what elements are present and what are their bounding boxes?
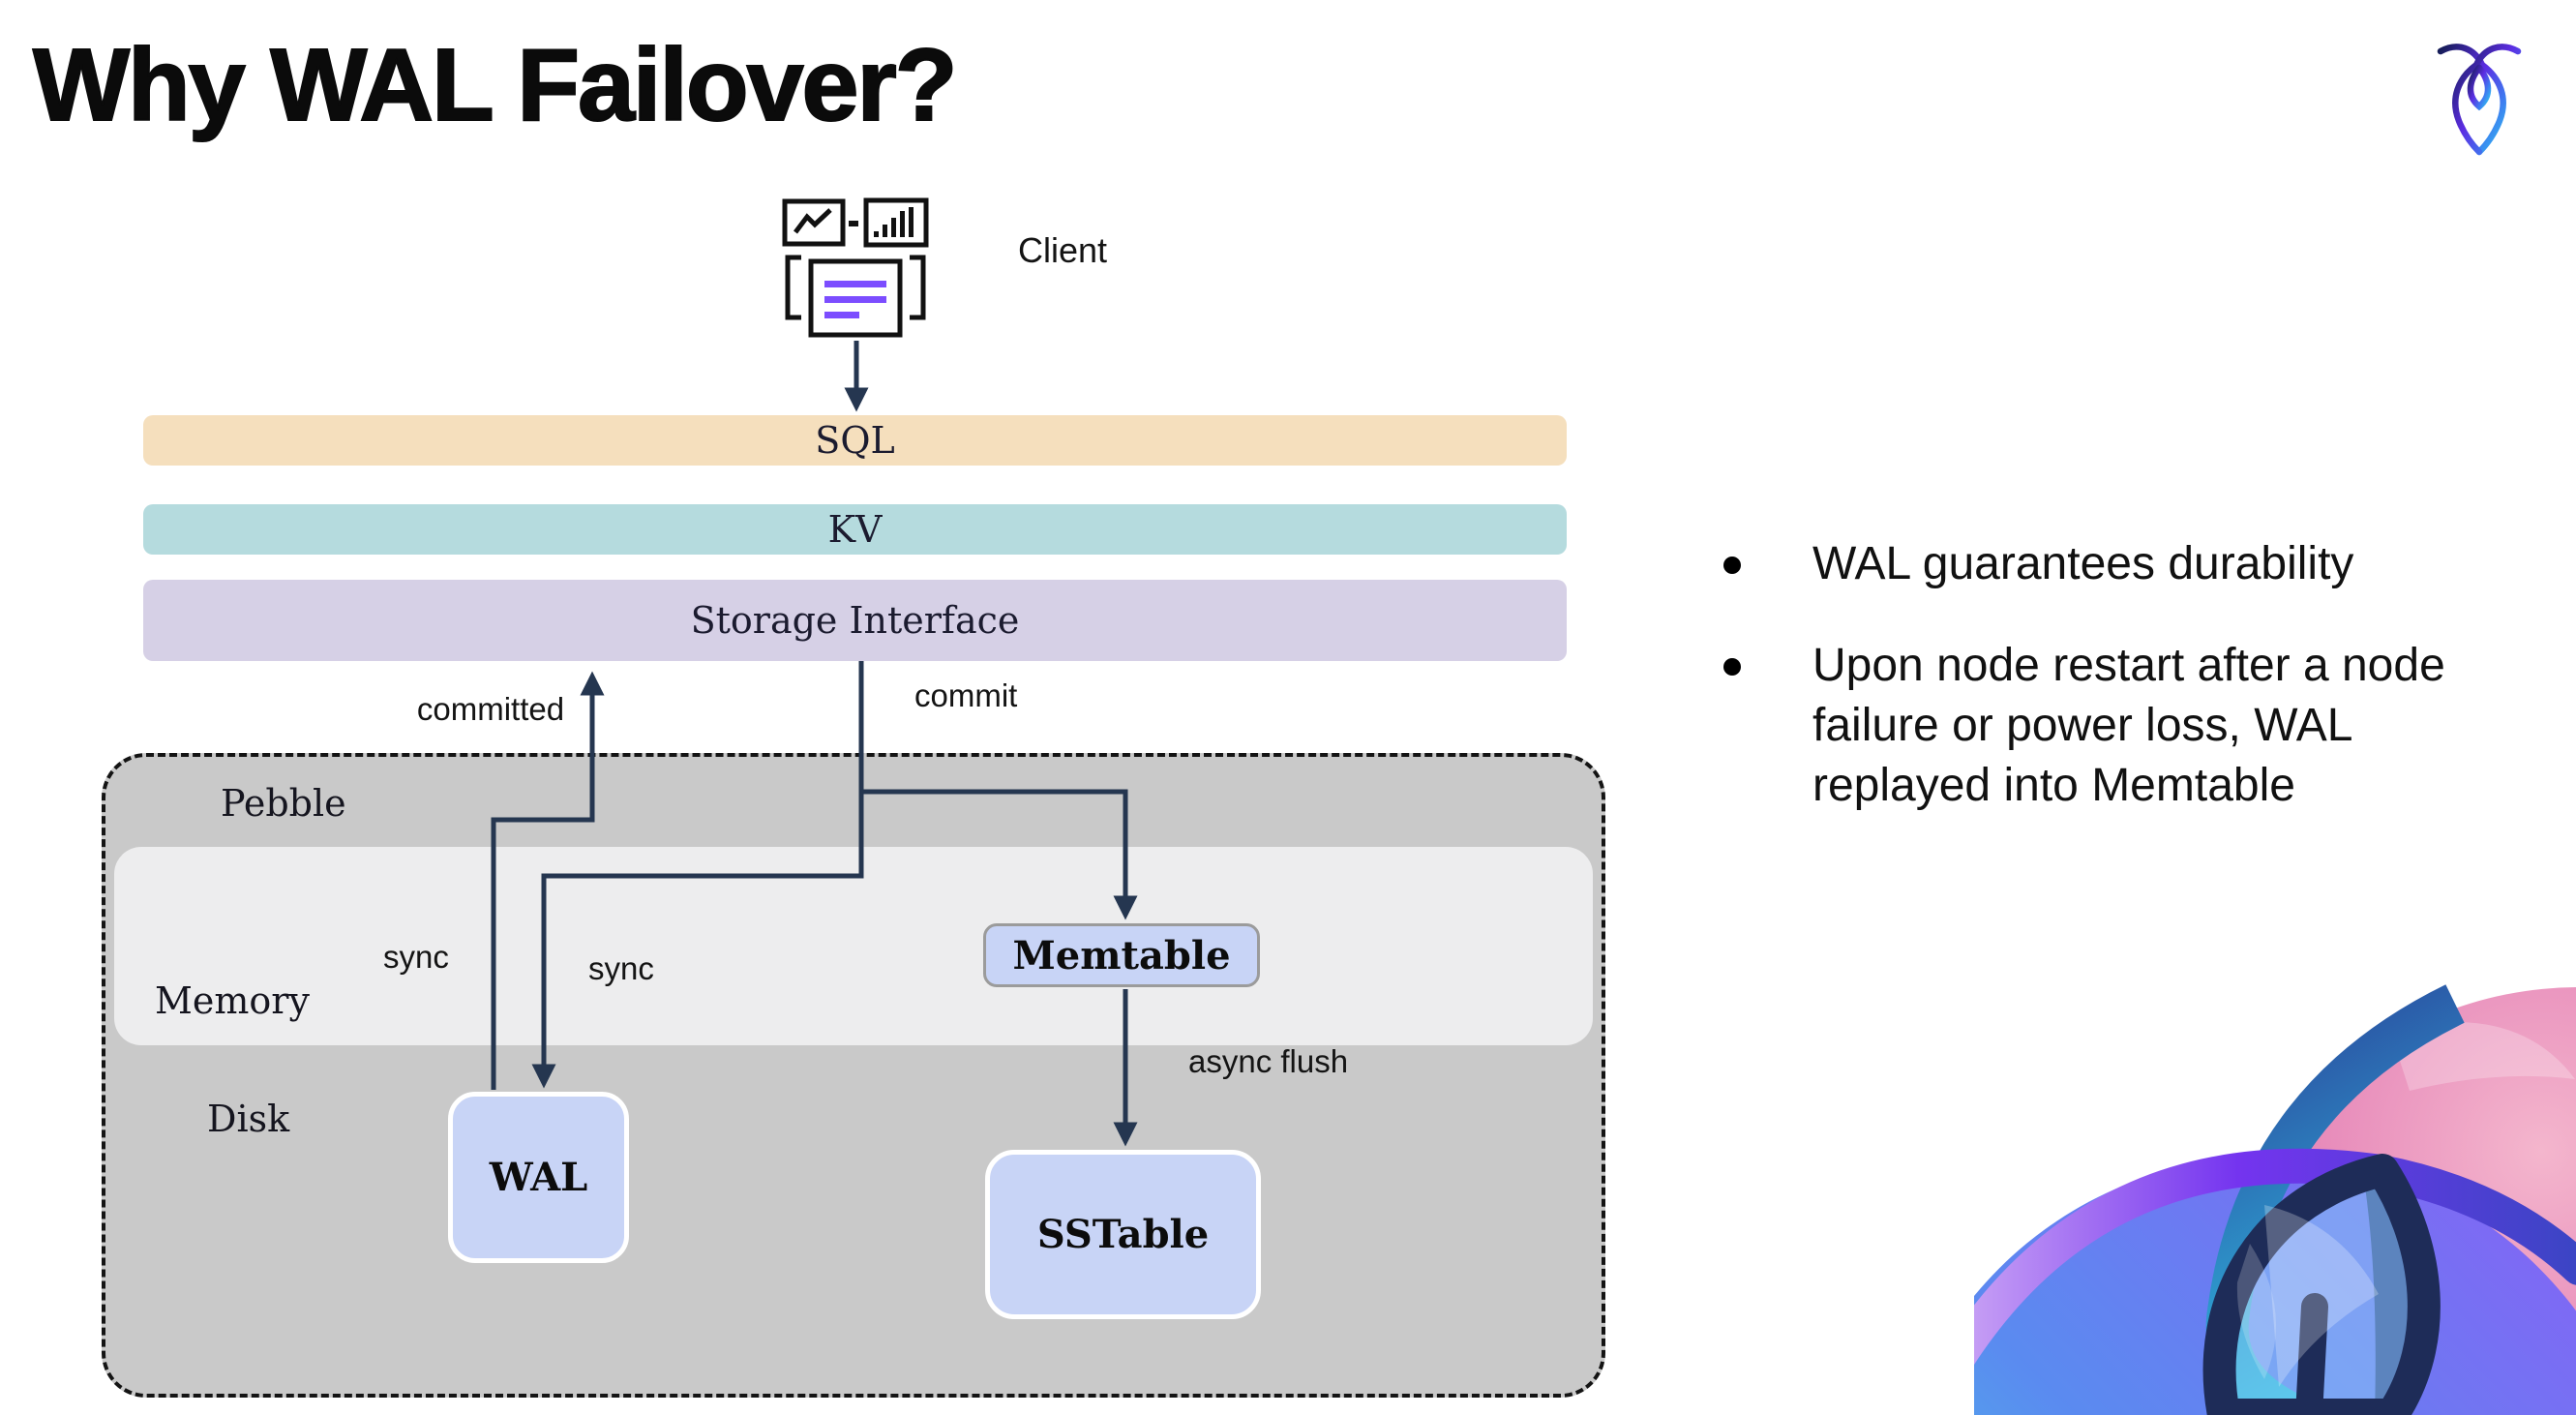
edge-label-committed: committed [416, 691, 565, 727]
client-label: Client [1018, 230, 1108, 270]
document-icon [785, 255, 926, 338]
memory-zone [114, 847, 1593, 1045]
sstable-node-label: SSTable [1036, 1212, 1210, 1257]
edge-label-async-flush: async flush [1188, 1043, 1349, 1079]
layer-label-kv: KV [827, 508, 883, 551]
cockroach-sphere-art [1974, 984, 2576, 1415]
wal-node-label: WAL [489, 1155, 588, 1200]
bullet-item: Upon node restart after a node failure o… [1723, 636, 2556, 816]
page-title: Why WAL Failover? [32, 27, 958, 143]
bullet-dot [1723, 658, 1741, 676]
bullet-text: WAL guarantees durability [1812, 538, 2354, 589]
pebble-label: Pebble [221, 782, 346, 825]
layer-label-sql: SQL [815, 419, 895, 462]
bullet-item: WAL guarantees durability [1723, 534, 2556, 594]
edge-label-sync-2: sync [588, 950, 654, 986]
bullet-dot [1723, 557, 1741, 574]
chart-bar-icon [863, 197, 929, 248]
memory-label: Memory [155, 979, 310, 1022]
memtable-node-label: Memtable [1012, 932, 1231, 978]
wal-node: WAL [448, 1092, 629, 1263]
cockroach-labs-logo-icon [2437, 44, 2522, 156]
client-workstation-icon [782, 197, 929, 338]
bullet-list: WAL guarantees durability Upon node rest… [1723, 534, 2556, 858]
layer-label-storage-interface: Storage Interface [690, 599, 1020, 642]
bullet-text: Upon node restart after a node failure o… [1812, 640, 2445, 811]
layer-bar-kv: KV [143, 504, 1567, 555]
layer-bar-sql: SQL [143, 415, 1567, 466]
chart-line-icon [782, 198, 846, 247]
memtable-node: Memtable [983, 923, 1260, 987]
sstable-node: SSTable [985, 1150, 1261, 1319]
layer-bar-storage-interface: Storage Interface [143, 580, 1567, 661]
disk-label: Disk [207, 1098, 290, 1140]
edge-label-commit: commit [914, 677, 1018, 713]
dash-connector [849, 221, 858, 226]
edge-label-sync-1: sync [383, 939, 449, 975]
